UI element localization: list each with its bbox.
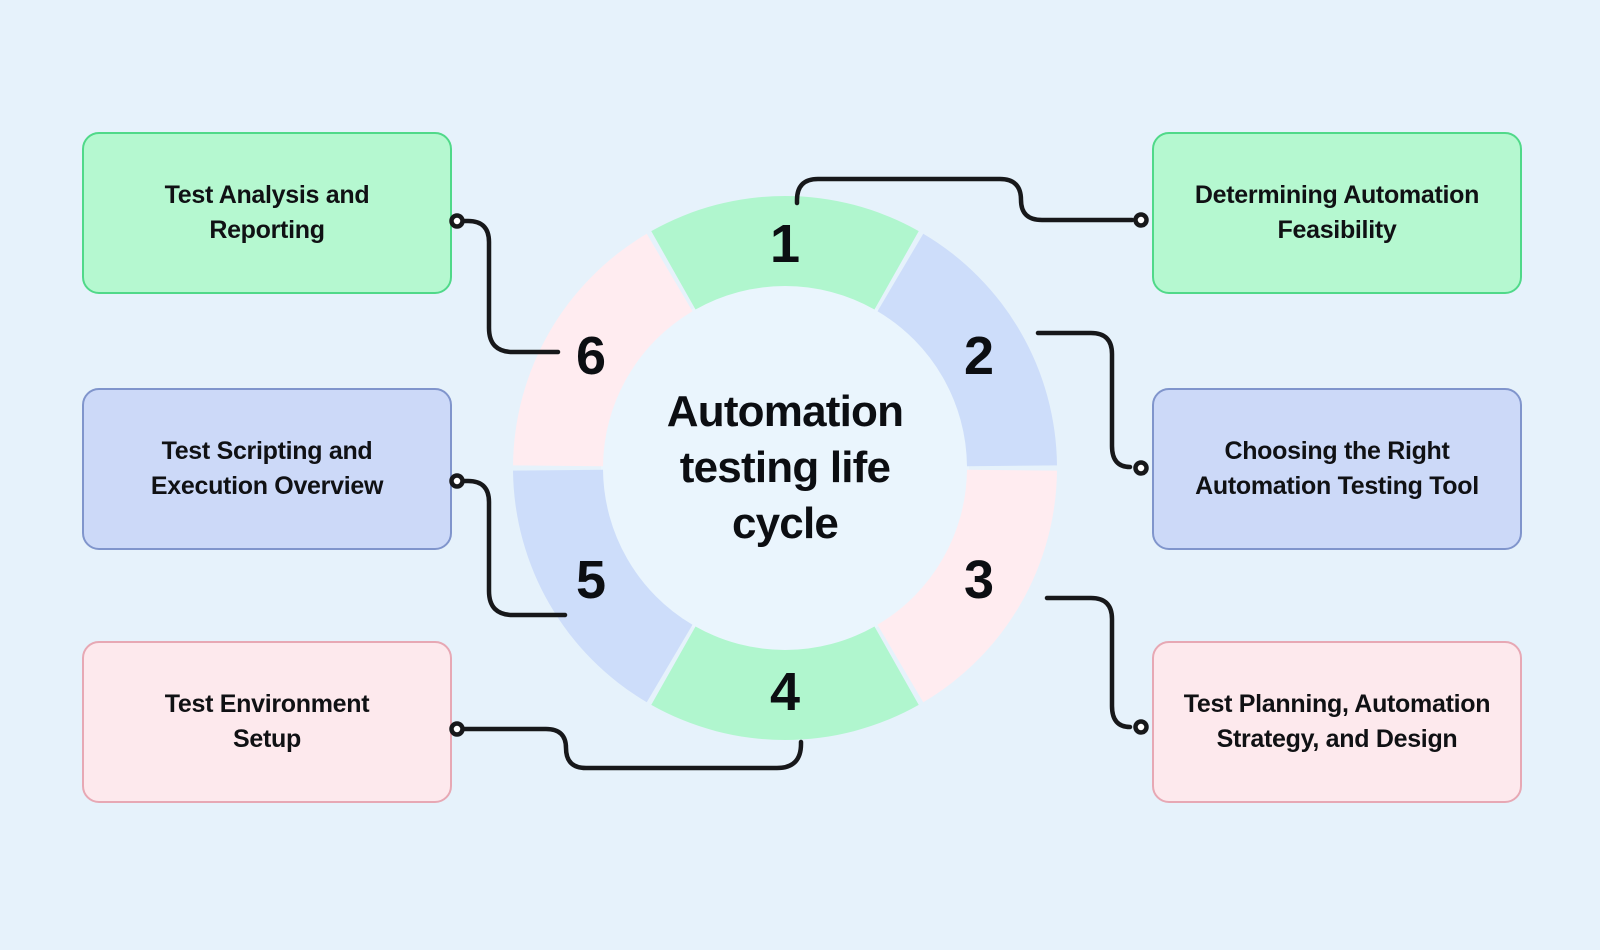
connector-step-2 [1035,330,1133,470]
connector-step-2-endpoint-dot [1133,460,1149,476]
node-label-line: Feasibility [1277,216,1397,244]
connector-step-4 [455,726,804,771]
node-determining-automation-feasibility: Determining Automation Feasibility [1152,132,1522,294]
node-label-line: Automation Testing Tool [1195,472,1479,500]
node-label-line: Test Environment [164,690,370,718]
connector-step-5-endpoint-dot [449,473,465,489]
node-label-line: Strategy, and Design [1216,725,1458,753]
node-label-line: Execution Overview [150,472,384,500]
wheel-segment-number-2: 2 [964,326,994,386]
diagram-title-line: cycle [731,499,839,548]
connector-step-6 [455,218,561,355]
node-label-line: Reporting [209,216,325,244]
node-label-line: Determining Automation [1194,181,1480,209]
node-test-environment-setup: Test Environment Setup [82,641,452,803]
diagram-title-line: Automation [666,387,904,436]
node-label-line: Test Analysis and [164,181,370,209]
node-label-line: Setup [233,725,301,753]
diagram-title: Automation testing life cycle [595,384,975,552]
node-label-line: Choosing the Right [1224,437,1450,465]
node-label-line: Test Planning, Automation [1183,690,1491,718]
node-test-analysis-and-reporting: Test Analysis and Reporting [82,132,452,294]
node-test-scripting-and-execution-overview: Test Scripting and Execution Overview [82,388,452,550]
wheel-segment-number-6: 6 [576,326,606,386]
wheel-segment-number-5: 5 [576,550,606,610]
wheel-segment-4 [651,626,919,740]
node-choosing-the-right-automation-testing-tool: Choosing the Right Automation Testing To… [1152,388,1522,550]
connector-step-5 [455,478,568,618]
connector-step-6-endpoint-dot [449,213,465,229]
diagram-title-line: testing life [679,443,891,492]
connector-step-1-endpoint-dot [1133,212,1149,228]
wheel-segment-number-4: 4 [770,662,800,722]
wheel-segment-number-3: 3 [964,550,994,610]
wheel-segment-1 [651,195,919,310]
connector-step-1 [794,176,1135,223]
node-test-planning-automation-strategy-and-design: Test Planning, Automation Strategy, and … [1152,641,1522,803]
connector-step-4-endpoint-dot [449,721,465,737]
connector-step-3-endpoint-dot [1133,719,1149,735]
wheel-segment-number-1: 1 [770,214,800,274]
connector-step-3 [1044,595,1133,730]
node-label-line: Test Scripting and [161,437,373,465]
